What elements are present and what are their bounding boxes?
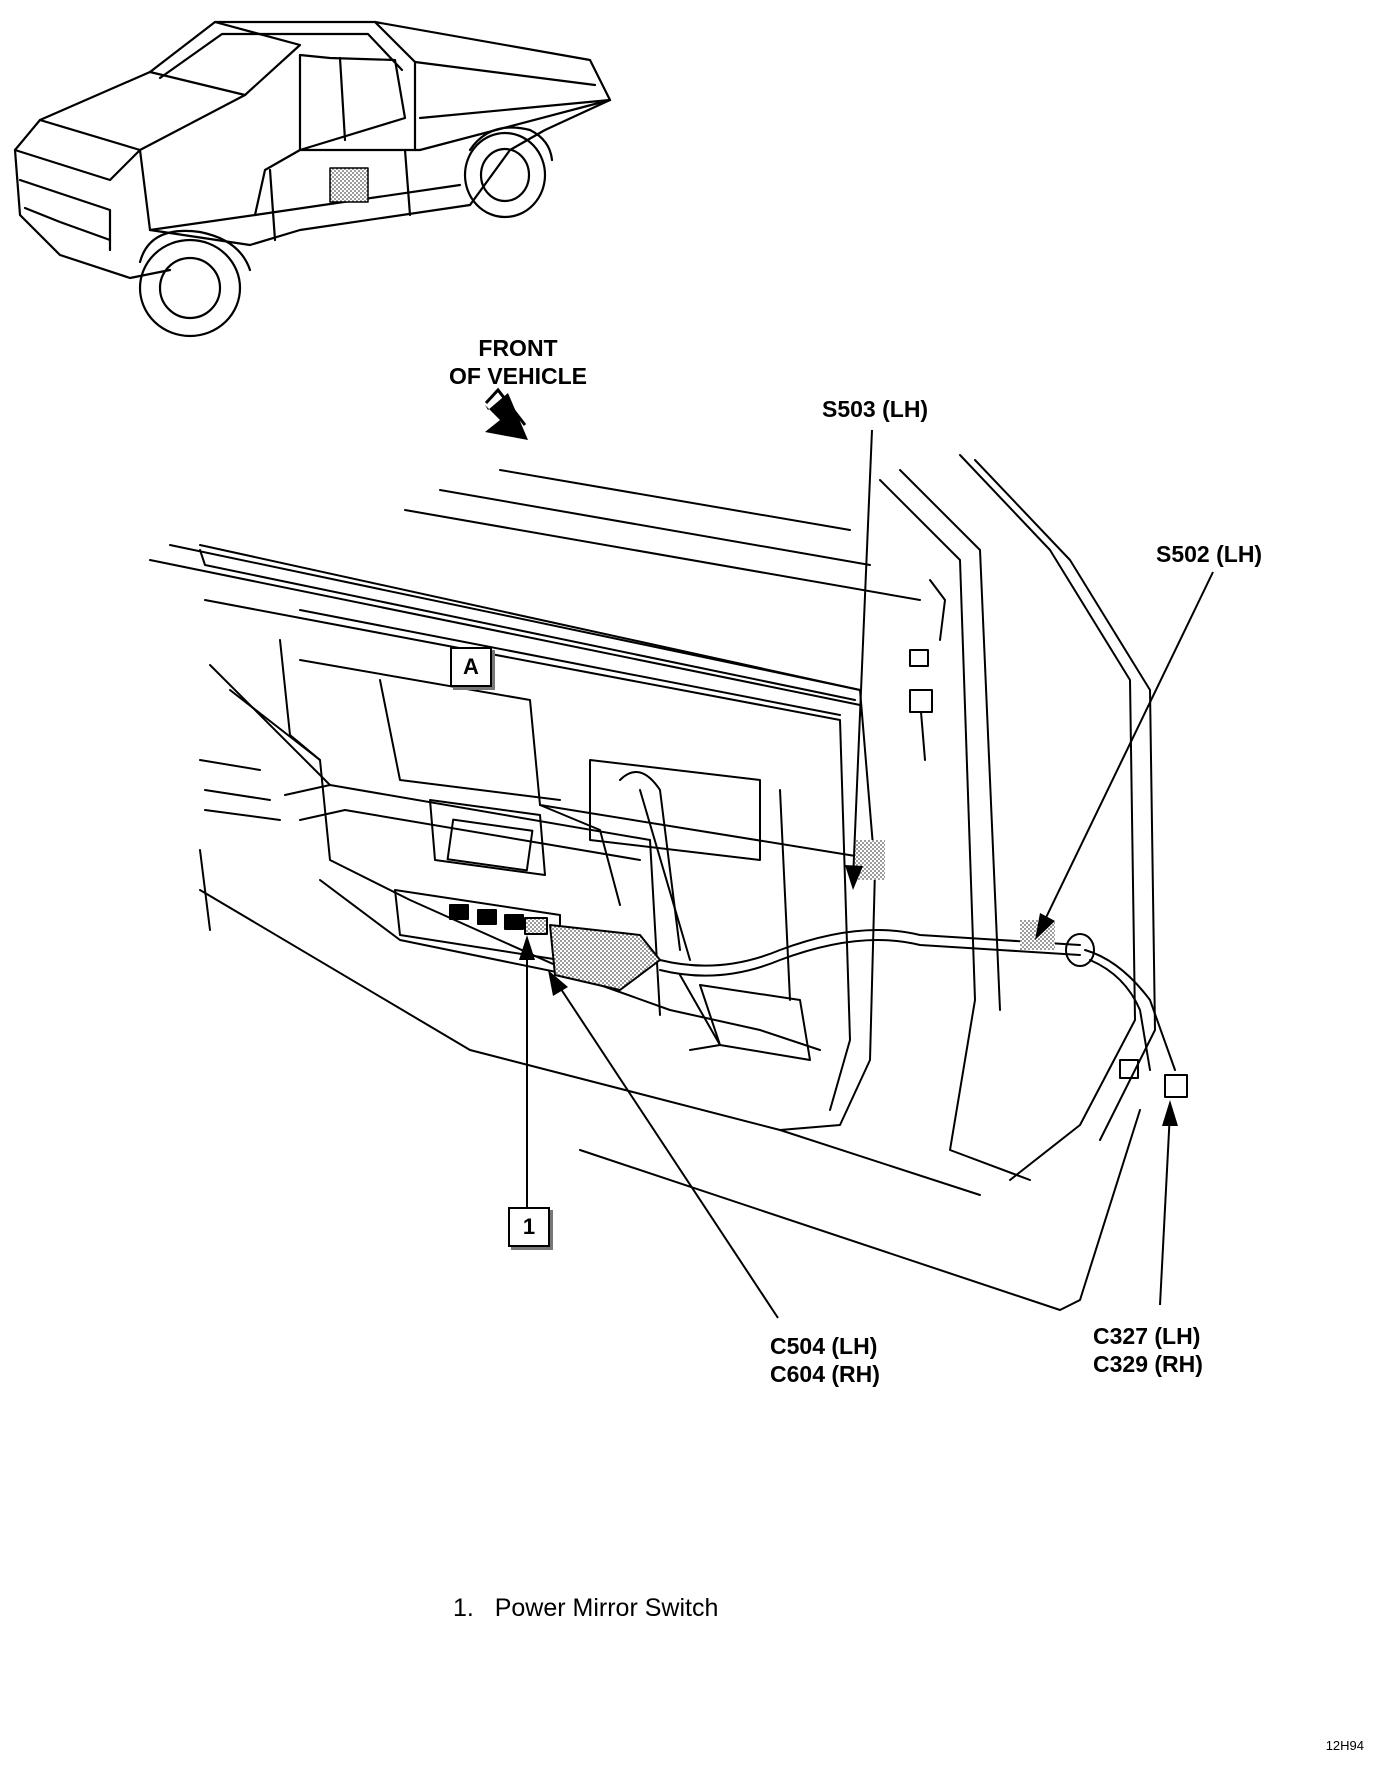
c504-arrowhead [548, 970, 568, 996]
c504-label: C504 (LH) [770, 1333, 878, 1359]
s502-arrowhead [1035, 913, 1055, 940]
c327-c329-label: C327 (LH) C329 (RH) [1093, 1322, 1203, 1378]
c329-label: C329 (RH) [1093, 1351, 1203, 1377]
s503-label: S503 (LH) [822, 396, 929, 422]
truck-locator-illustration [13, 20, 612, 338]
s503-arrowhead [845, 865, 863, 890]
item-1-arrowhead [519, 935, 535, 960]
front-of-vehicle-label: FRONT OF VEHICLE [418, 334, 618, 390]
view-a-callout: A [450, 647, 492, 687]
s502-leader [1039, 571, 1214, 931]
s502-label: S502 (LH) [1156, 541, 1263, 567]
c504-c604-label: C504 (LH) C604 (RH) [770, 1332, 880, 1388]
leader-lines [526, 429, 1214, 1319]
figure-code: 12H94 [1325, 1738, 1364, 1753]
legend-item-text: Power Mirror Switch [494, 1594, 719, 1622]
front-direction-arrow [484, 387, 528, 440]
c327-leader [1159, 1111, 1171, 1306]
front-label-line1: FRONT [478, 335, 558, 361]
legend-item-number: 1. [453, 1594, 474, 1622]
c327-arrowhead [1162, 1100, 1178, 1126]
front-label-line2: OF VEHICLE [448, 363, 587, 389]
s503-leader [852, 429, 873, 881]
c604-label: C604 (RH) [770, 1361, 880, 1387]
c504-leader [554, 979, 779, 1319]
c327-label: C327 (LH) [1093, 1323, 1201, 1349]
arrowheads [519, 865, 1178, 1126]
legend-item-1: 1. Power Mirror Switch [453, 1594, 718, 1622]
door-assembly [149, 454, 1188, 1311]
item-1-callout: 1 [508, 1207, 550, 1247]
